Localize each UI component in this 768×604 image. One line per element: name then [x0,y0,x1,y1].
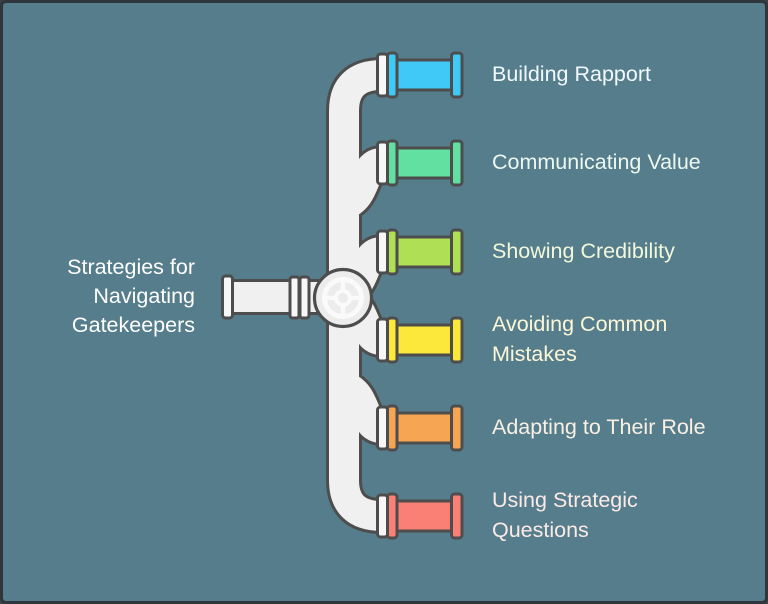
central-topic-line: Strategies for [67,255,195,279]
pipe-segment-icon [386,316,464,364]
pipe-segment-icon [386,404,464,452]
branch-label-building-rapport: Building Rapport [492,62,651,86]
inlet-collar-ring [298,275,311,320]
pipe-segment-icon [386,139,464,187]
pipe-diagram [221,51,464,540]
central-topic-line: Gatekeepers [71,313,195,337]
pipe-valve-icon [312,267,374,329]
inlet-collar-ring [288,275,301,320]
branch-label-communicating-value: Communicating Value [492,150,701,174]
central-topic-line: Navigating [93,284,195,308]
pipe-segment-icon [386,51,464,99]
branch-label-avoiding-common-mistakes: Avoiding Common Mistakes [492,312,668,366]
central-topic: Strategies for Navigating Gatekeepers [3,253,195,340]
pipe-segment-icon [386,492,464,540]
branch-label-showing-credibility: Showing Credibility [492,239,675,263]
inlet-flange [221,274,234,320]
valve-wheel-icon [322,277,364,319]
branch-label-adapting-to-their-role: Adapting to Their Role [492,415,706,439]
branch-label-using-strategic-questions: Using Strategic Questions [492,488,638,542]
pipe-segment-icon [386,228,464,276]
